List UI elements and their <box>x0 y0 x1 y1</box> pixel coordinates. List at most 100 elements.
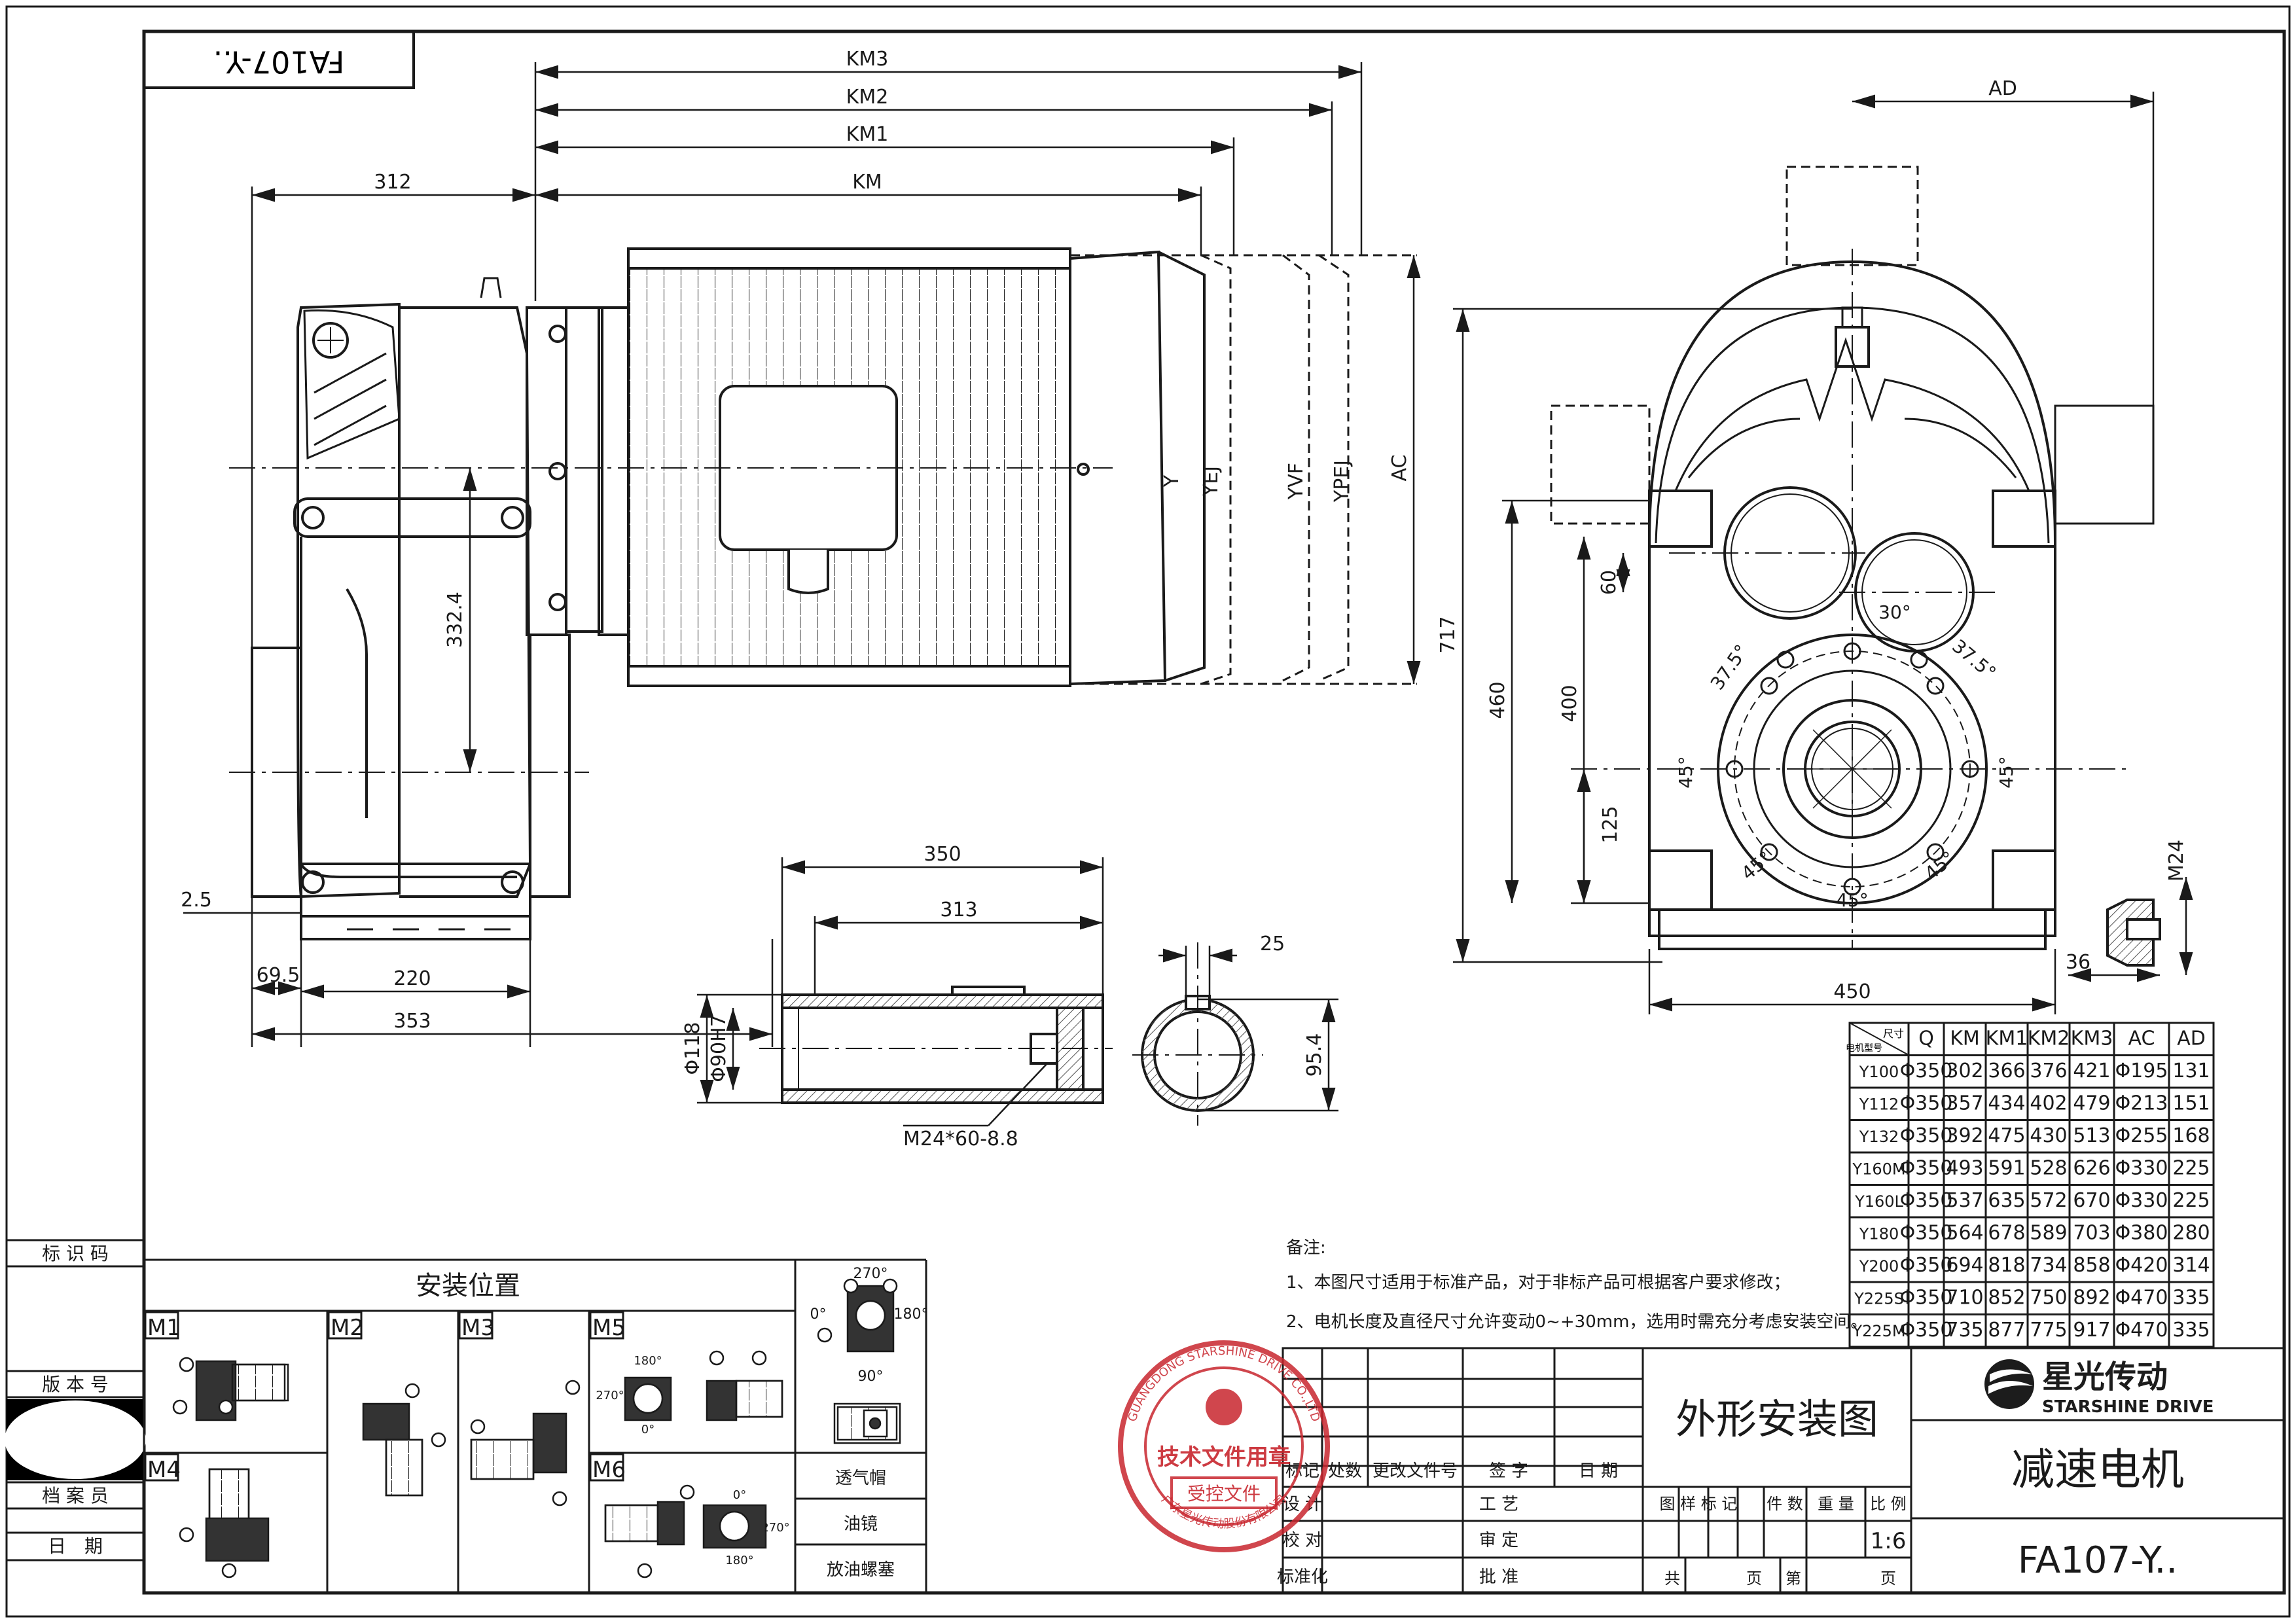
dim-25: 25 <box>1260 933 1285 955</box>
dim-y: Y <box>1160 474 1183 488</box>
legend-drain-plug: 放油螺塞 <box>827 1560 895 1580</box>
table-cell: 703 <box>2073 1222 2110 1245</box>
m5-sketch <box>624 1350 783 1421</box>
table-cell: 917 <box>2073 1319 2110 1342</box>
dim-ad: AD <box>1988 77 2017 100</box>
left-strip <box>5 1239 146 1561</box>
side-dims <box>183 62 1421 1047</box>
table-cell: Φ350 <box>1900 1124 1953 1147</box>
logo-mark <box>1984 1359 2034 1409</box>
orient-sketch <box>817 1278 898 1353</box>
tb-approve: 批 准 <box>1479 1567 1518 1587</box>
dim-125: 125 <box>1599 806 1622 843</box>
table-cell: 392 <box>1946 1124 1983 1147</box>
dim-yej: YEJ <box>1200 466 1223 497</box>
table-cell: Φ213 <box>2115 1092 2168 1115</box>
table-cell: 479 <box>2073 1092 2110 1115</box>
tb-scale: 1:6 <box>1871 1528 1907 1554</box>
table-cell: 591 <box>1988 1157 2025 1180</box>
pos-m5: M5 <box>592 1315 626 1341</box>
table-cell: 314 <box>2172 1254 2210 1277</box>
pos-m3: M3 <box>461 1315 495 1341</box>
table-cell: 572 <box>2030 1189 2067 1212</box>
front-view <box>1550 166 2161 967</box>
m1-sketch <box>172 1357 289 1421</box>
table-header-cell: Q <box>1918 1027 1934 1050</box>
table-cell: 589 <box>2030 1222 2067 1245</box>
dim-ac: AC <box>1388 455 1411 482</box>
table-cell: 376 <box>2030 1060 2067 1082</box>
dim-69-5: 69.5 <box>257 964 300 987</box>
notes: 备注: 1、本图尺寸适用于标准产品，对于非标产品可根据客户要求修改； 2、电机长… <box>1286 1238 1867 1332</box>
table-cell: 357 <box>1946 1092 1983 1115</box>
table-cell: Φ350 <box>1900 1254 1953 1277</box>
pos-m1: M1 <box>147 1315 181 1341</box>
m2-sketch <box>362 1383 446 1497</box>
dim-717: 717 <box>1437 616 1460 653</box>
orient-180: 180° <box>894 1306 929 1323</box>
dim-m24-thread: M24 <box>2165 840 2188 882</box>
legend-sketch <box>833 1402 901 1444</box>
table-corner-top: 尺寸 <box>1883 1027 1904 1040</box>
table-cell: Φ350 <box>1900 1157 1953 1180</box>
tb-review: 审 定 <box>1479 1531 1518 1550</box>
legend-oil-glass: 油镜 <box>844 1514 878 1534</box>
m3-sketch <box>470 1380 581 1507</box>
table-cell: 430 <box>2030 1124 2067 1147</box>
dim-36: 36 <box>2066 951 2090 974</box>
controlled-stamp: GUANGDONG STARSHINE DRIVE CO.,LTD 广东星光传动… <box>1118 1340 1330 1552</box>
table-cell: 564 <box>1946 1222 1983 1245</box>
table-cell: Φ255 <box>2115 1124 2168 1147</box>
table-cell: Φ420 <box>2115 1254 2168 1277</box>
side-dim-labels: KM3 KM2 KM1 KM 312 332.4 2.5 69.5 220 35… <box>181 48 1411 1033</box>
dim-313: 313 <box>940 899 977 921</box>
tb-sign: 签 字 <box>1489 1461 1528 1481</box>
table-cell: Φ330 <box>2115 1157 2168 1180</box>
table-corner-bottom: 电机型号 <box>1846 1043 1882 1054</box>
table-cell: 513 <box>2073 1124 2110 1147</box>
label-version: 版 本 号 <box>42 1374 109 1395</box>
label-date-left: 日 期 <box>48 1535 103 1557</box>
table-cell: 434 <box>1988 1092 2025 1115</box>
mounting-sketches <box>172 1278 901 1578</box>
table-motor-model: Y100 <box>1859 1063 1899 1081</box>
table-header-cell: KM2 <box>2028 1027 2070 1050</box>
note-1: 1、本图尺寸适用于标准产品，对于非标产品可根据客户要求修改； <box>1286 1273 1791 1293</box>
tb-standardize: 标准化 <box>1277 1567 1328 1587</box>
dim-118: Φ118 <box>681 1022 704 1075</box>
table-cell: 421 <box>2073 1060 2110 1082</box>
angle-45-br: 45° <box>1920 847 1959 884</box>
table-cell: 537 <box>1946 1189 1983 1212</box>
dim-ypej: YPEJ <box>1331 460 1354 503</box>
dim-yvf: YVF <box>1285 463 1308 500</box>
table-cell: 302 <box>1946 1060 1983 1082</box>
label-id-code: 标 识 码 <box>42 1243 109 1264</box>
table-motor-model: Y112 <box>1859 1096 1899 1114</box>
table-cell: 892 <box>2073 1287 2110 1310</box>
table-header-cell: KM <box>1950 1027 1980 1050</box>
table-motor-model: Y225M <box>1852 1322 1905 1340</box>
angle-30: 30° <box>1878 601 1911 623</box>
table-cell: 710 <box>1946 1287 1983 1310</box>
table-cell: 678 <box>1988 1222 2025 1245</box>
table-cell: 131 <box>2172 1060 2210 1082</box>
dim-460: 460 <box>1486 681 1509 719</box>
label-archivist: 档 案 员 <box>42 1485 109 1507</box>
inner-border <box>142 29 2286 1595</box>
orient-0: 0° <box>810 1306 827 1323</box>
table-cell: 750 <box>2030 1287 2067 1310</box>
tb-chart-mark: 图 样 标 记 <box>1660 1495 1738 1513</box>
table-cell: Φ330 <box>2115 1189 2168 1212</box>
table-motor-model: Y180 <box>1859 1225 1899 1243</box>
company-name-cn: 星光传动 <box>2042 1359 2168 1395</box>
table-cell: 528 <box>2030 1157 2067 1180</box>
pos-m6: M6 <box>592 1457 626 1483</box>
tb-mark: 标记 <box>1285 1461 1319 1481</box>
dim-bolt: M24*60-8.8 <box>903 1128 1018 1150</box>
tb-sheet2: 页 <box>1880 1569 1896 1588</box>
m5-angle-0: 0° <box>641 1423 655 1436</box>
dim-350: 350 <box>924 843 961 866</box>
table-cell: 877 <box>1988 1319 2025 1342</box>
dim-353: 353 <box>393 1010 431 1033</box>
front-dims <box>1453 92 2193 1014</box>
